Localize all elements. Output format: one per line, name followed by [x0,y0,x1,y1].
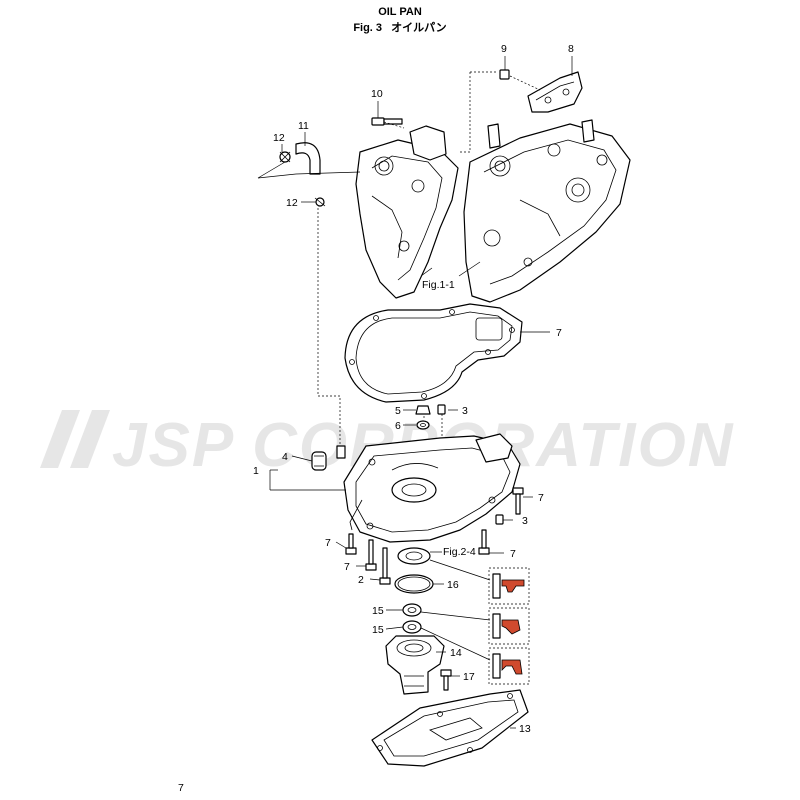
seal-detail-box-3 [488,647,530,685]
callout-7-left: 7 [325,537,331,549]
callout-7-lower-b: 2 [358,574,364,586]
part-3-pin-lower [495,514,504,525]
part-16-o-ring [394,574,434,594]
callout-2: 4 [282,451,288,463]
seal-ref-fig-2-4 [397,547,431,565]
part-10-bolt [371,117,403,126]
part-9-plug [499,69,510,80]
leader-lines [257,56,573,729]
callout-3-upper: 3 [462,405,468,417]
figure-number: Fig. 3 [353,22,383,34]
part-4-plug [415,405,431,415]
callout-12-upper: 12 [273,132,285,144]
upper-case-right [463,119,631,303]
part-12-clip-upper [279,151,291,163]
callout-8: 8 [568,43,574,55]
callout-15-upper: 15 [372,605,384,617]
part-11-hose [295,142,321,175]
callout-labels: 9 8 10 11 12 12 Fig.1-1 7 5 6 3 4 1 7 3 … [253,43,574,735]
part-3-pin-upper [437,404,446,415]
callout-14: 14 [450,647,462,659]
part-6-gasket [344,303,523,403]
seal-detail-box-2 [488,607,530,645]
callout-10: 10 [371,88,383,100]
callout-15-lower: 15 [372,624,384,636]
callout-4: 5 [395,405,401,417]
seal-detail-box-1 [488,567,530,605]
callout-7-lower-a: 7 [344,561,350,573]
alignment-lines [317,71,541,446]
part-5-washer [416,420,430,430]
fig-1-1-reference: Fig.1-1 [422,279,455,291]
fig-2-4-reference: Fig.2-4 [443,546,476,558]
figure-subtitle: Fig. 3 オイルパン [0,19,800,35]
part-2-cap [311,451,327,471]
part-7-bolt-4 [512,487,524,515]
part-15-seal-upper [402,603,422,617]
callout-6: 7 [556,327,562,339]
upper-case-left [355,125,459,299]
callout-1: 1 [253,465,259,477]
callout-13: 13 [519,723,531,735]
part-7-bolt-3 [379,547,391,585]
callout-16: 16 [447,579,459,591]
diagram-title: OIL PAN [378,6,422,18]
callout-11: 11 [298,120,309,132]
part-12-clip-lower [314,197,326,207]
pan-fitting [336,445,346,459]
part-17-bolt [440,669,452,691]
callout-9: 9 [501,43,507,55]
part-7-bolt-5 [478,529,490,555]
part-7-bolt-2 [365,539,377,571]
callout-7-mid: 7 [510,548,516,560]
part-14-housing [385,635,445,695]
callout-3-lower: 3 [522,515,528,527]
part-1-oil-pan [343,433,521,543]
figure-japanese-title: オイルパン [391,22,447,34]
part-15-seal-lower [402,620,422,634]
callout-17: 17 [463,671,475,683]
part-7-bolt-1 [345,533,357,555]
page-number: 7 [178,782,184,794]
part-8-bracket [527,71,583,113]
part-13-gasket [371,689,529,767]
callout-12-lower: 12 [286,197,298,209]
callout-5: 6 [395,420,401,432]
callout-7-right: 7 [538,492,544,504]
